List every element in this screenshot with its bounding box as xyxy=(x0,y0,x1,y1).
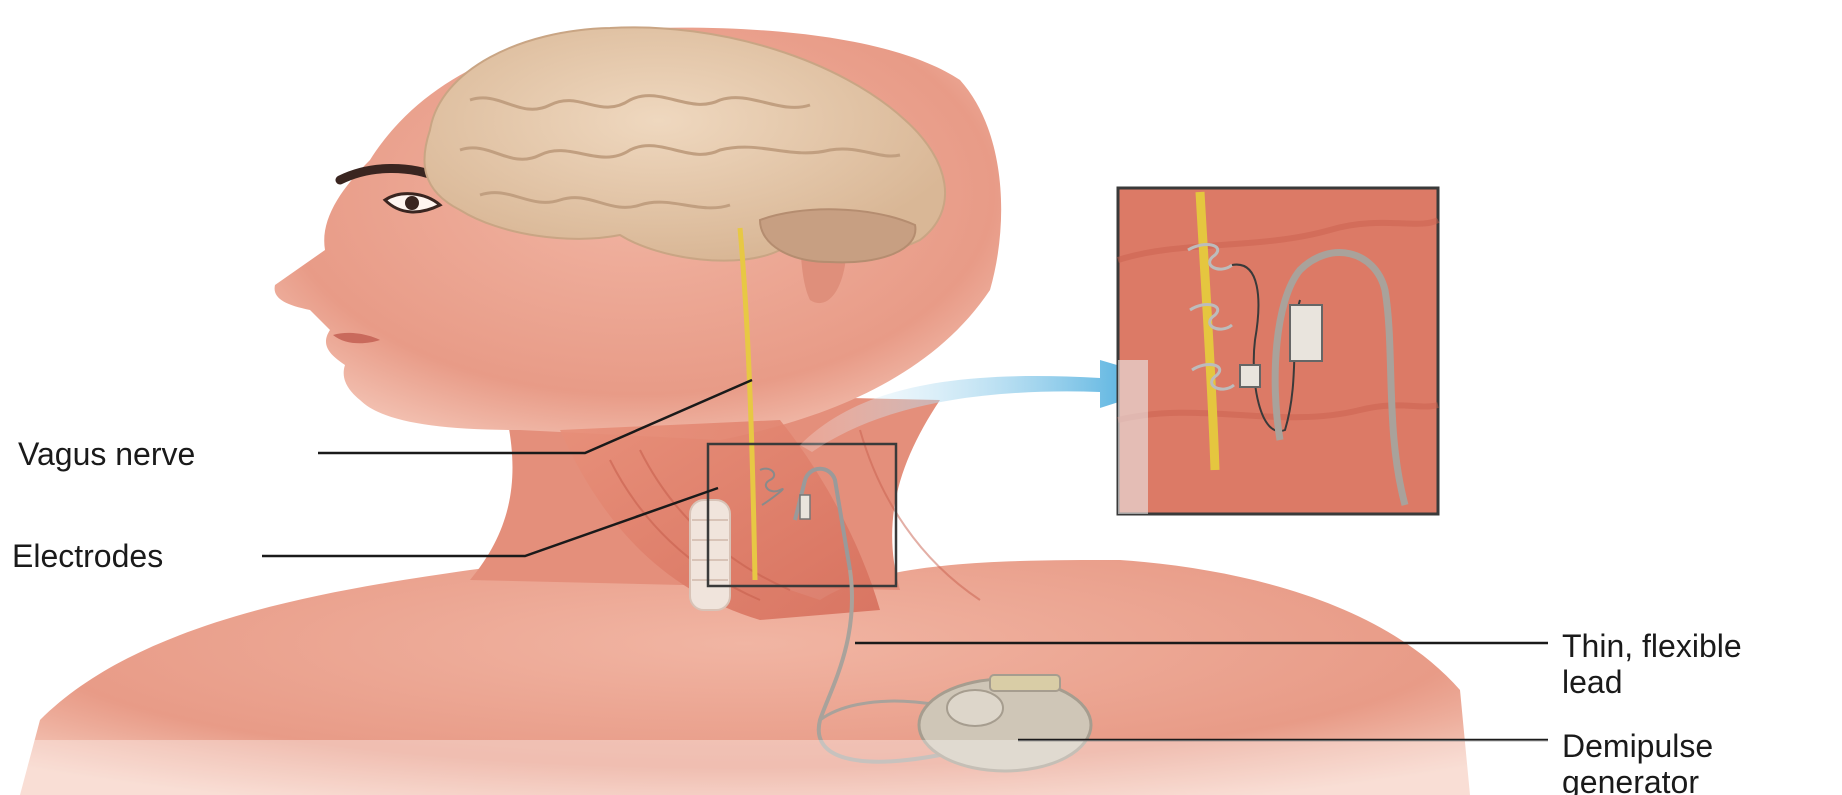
label-vagus-nerve: Vagus nerve xyxy=(18,436,195,472)
label-electrodes: Electrodes xyxy=(12,538,163,574)
label-generator-line1: Demipulse xyxy=(1562,728,1713,764)
inset-magnified-view xyxy=(1118,188,1438,514)
trachea xyxy=(690,500,730,610)
label-demipulse-generator: Demipulse generator xyxy=(1562,728,1713,795)
label-lead-line2: lead xyxy=(1562,664,1742,700)
label-generator-line2: generator xyxy=(1562,764,1713,795)
label-lead-line1: Thin, flexible xyxy=(1562,628,1742,664)
label-thin-flexible-lead: Thin, flexible lead xyxy=(1562,628,1742,700)
